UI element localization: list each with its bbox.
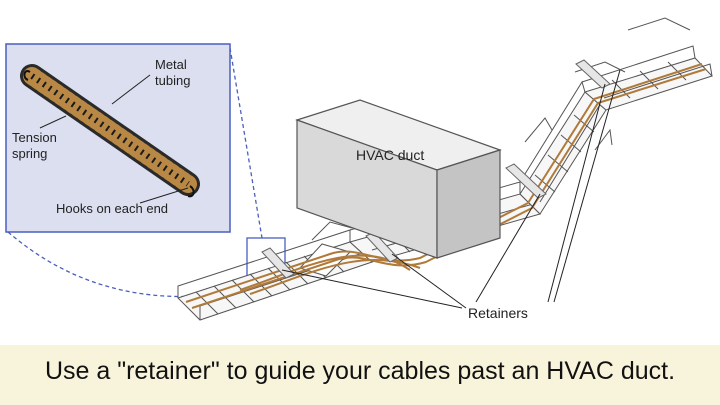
retainer-leader-lines bbox=[281, 69, 621, 309]
duct-label: HVAC duct bbox=[356, 147, 424, 163]
inset-panel: Metal tubing Tension spring Hooks on eac… bbox=[5, 43, 231, 233]
retainers-label: Retainers bbox=[468, 305, 528, 321]
caption-text: Use a "retainer" to guide your cables pa… bbox=[44, 357, 676, 385]
retainer-spring bbox=[20, 64, 200, 198]
hvac-duct bbox=[295, 99, 502, 259]
caption-band: Use a "retainer" to guide your cables pa… bbox=[0, 345, 720, 405]
hooks-label: Hooks on each end bbox=[56, 201, 168, 216]
metal-tubing-label-line2: tubing bbox=[155, 73, 190, 88]
diagram: HVAC duct Retainers Metal tubing Tension… bbox=[5, 17, 713, 321]
tension-spring-label-line1: Tension bbox=[12, 130, 57, 145]
metal-tubing-label-line1: Metal bbox=[155, 57, 187, 72]
tension-spring-label-line2: spring bbox=[12, 146, 47, 161]
